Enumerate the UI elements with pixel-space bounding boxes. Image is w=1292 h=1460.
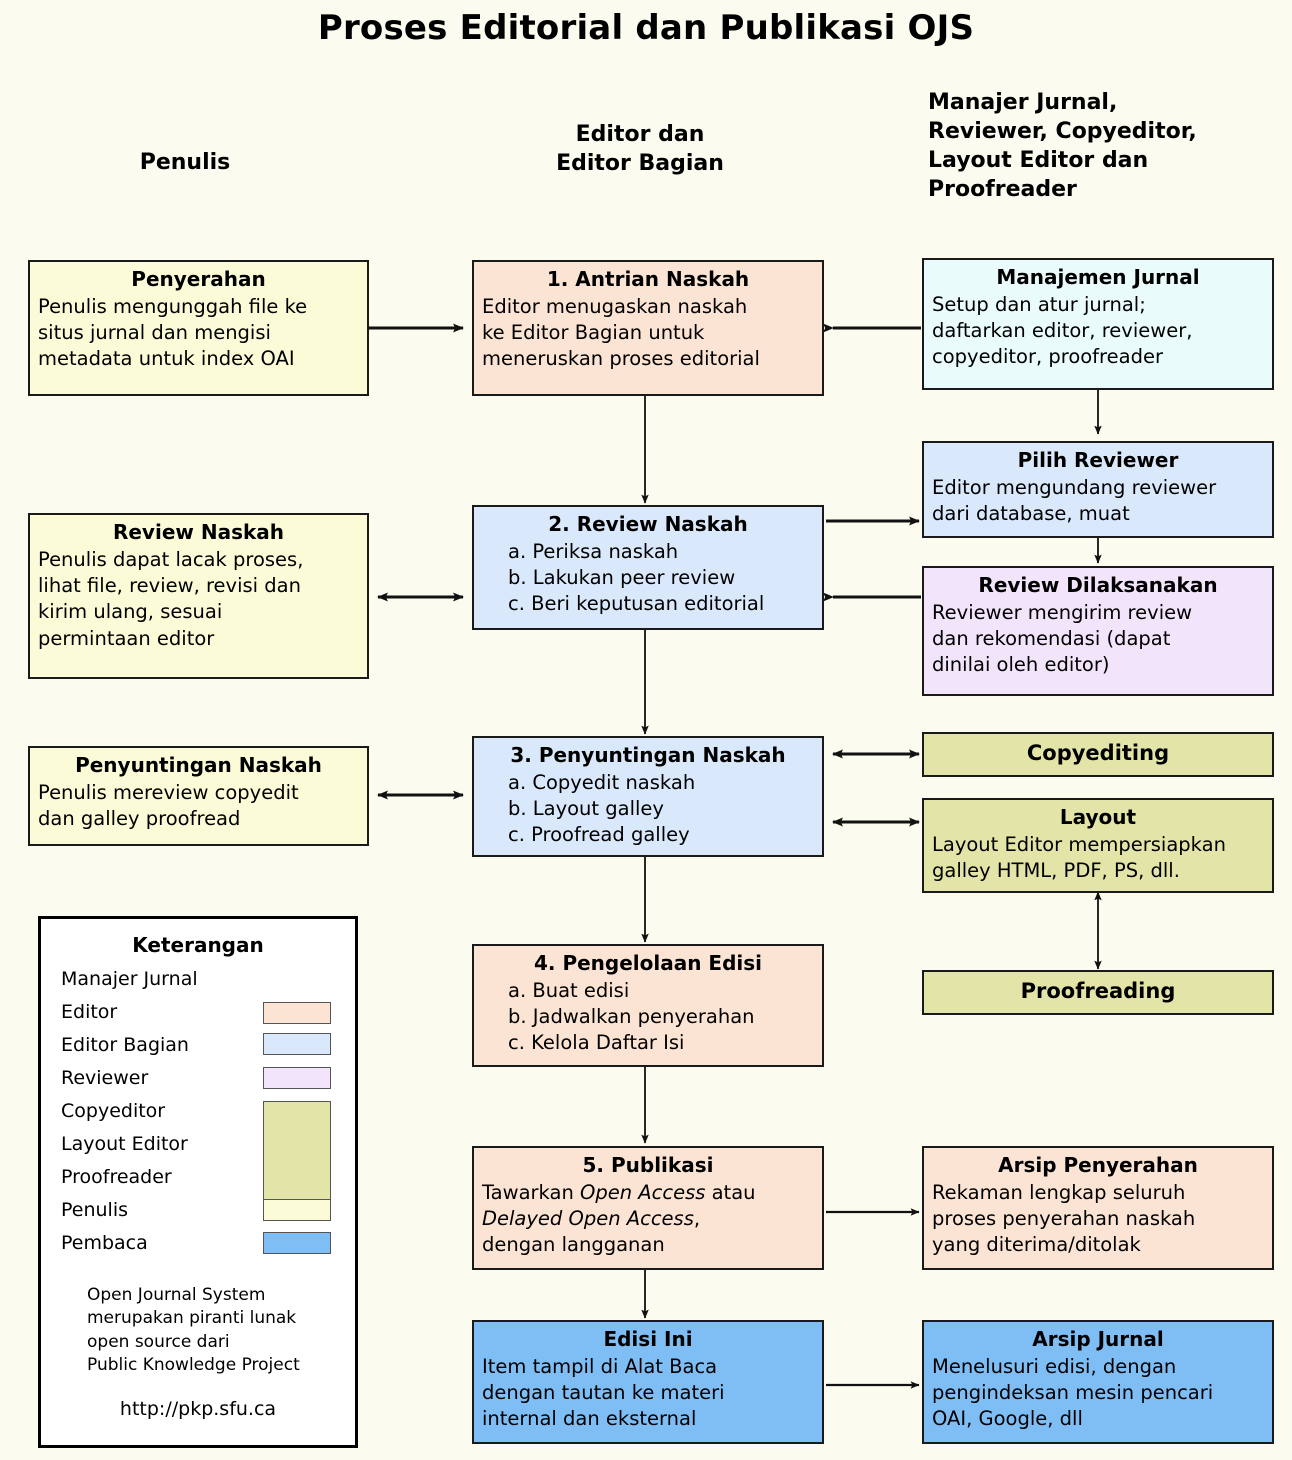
box-arsip-penyerahan-body: Rekaman lengkap seluruh proses penyeraha… <box>932 1180 1196 1257</box>
legend-swatch-editor-bagian <box>263 1033 331 1055</box>
box-arsip-jurnal-title: Arsip Jurnal <box>1032 1327 1164 1351</box>
legend-url: http://pkp.sfu.ca <box>119 1397 277 1420</box>
legend-panel: Keterangan Manajer Jurnal Editor Editor … <box>38 916 358 1448</box>
box-arsip-jurnal[interactable]: Arsip Jurnal Menelusuri edisi, dengan pe… <box>922 1320 1274 1444</box>
column-header-others-line2: Reviewer, Copyeditor, <box>928 119 1197 145</box>
box-review-naskah[interactable]: 2. Review Naskah a. Periksa naskah b. La… <box>472 505 824 630</box>
page-title: Proses Editorial dan Publikasi OJS <box>317 8 975 48</box>
legend-row-editor-bagian: Editor Bagian <box>41 1029 355 1062</box>
box-penyuntingan-naskah-body: a. Copyedit naskah b. Layout galley c. P… <box>508 770 696 847</box>
box-proofreading[interactable]: Proofreading <box>922 970 1274 1015</box>
legend-swatch-editor <box>263 1002 331 1024</box>
legend-label-proofreader: Proofreader <box>61 1166 172 1188</box>
column-header-editor-line1: Editor dan <box>575 122 705 147</box>
legend-label-pembaca: Pembaca <box>61 1232 148 1254</box>
box-pengelolaan-edisi[interactable]: 4. Pengelolaan Edisi a. Buat edisi b. Ja… <box>472 944 824 1067</box>
box-antrian-naskah-body: Editor menugaskan naskah ke Editor Bagia… <box>482 294 760 371</box>
box-arsip-penyerahan[interactable]: Arsip Penyerahan Rekaman lengkap seluruh… <box>922 1146 1274 1270</box>
box-edisi-ini-title: Edisi Ini <box>603 1327 693 1351</box>
legend-title: Keterangan <box>132 933 264 957</box>
box-pilih-reviewer-title: Pilih Reviewer <box>1017 448 1179 472</box>
legend-row-copyeditor: Copyeditor <box>41 1095 355 1202</box>
box-review-naskah-title: 2. Review Naskah <box>548 512 748 536</box>
box-penyerahan-title: Penyerahan <box>131 267 266 291</box>
legend-label-editor: Editor <box>61 1001 118 1023</box>
legend-label-reviewer: Reviewer <box>61 1067 149 1089</box>
box-antrian-naskah[interactable]: 1. Antrian Naskah Editor menugaskan nask… <box>472 260 824 396</box>
box-review-naskah-penulis-title: Review Naskah <box>112 520 285 544</box>
legend-row-proofreader: Proofreader <box>41 1161 355 1194</box>
legend-row-pembaca: Pembaca <box>41 1227 355 1260</box>
box-edisi-ini[interactable]: Edisi Ini Item tampil di Alat Baca denga… <box>472 1320 824 1444</box>
box-arsip-jurnal-body: Menelusuri edisi, dengan pengindeksan me… <box>932 1354 1214 1431</box>
box-penyuntingan-naskah-penulis-body: Penulis mereview copyedit dan galley pro… <box>38 780 299 831</box>
box-copyediting-title: Copyediting <box>1026 741 1170 766</box>
box-proofreading-title: Proofreading <box>1020 979 1176 1004</box>
column-header-editor: Editor dan Editor Bagian <box>515 120 765 178</box>
legend-row-editor: Editor <box>41 996 355 1029</box>
column-header-others-line3: Layout Editor dan <box>928 148 1149 174</box>
box-pilih-reviewer[interactable]: Pilih Reviewer Editor mengundang reviewe… <box>922 441 1274 538</box>
box-publikasi-body: Tawarkan Open Access atau Delayed Open A… <box>482 1180 814 1259</box>
box-manajemen-jurnal[interactable]: Manajemen Jurnal Setup dan atur jurnal; … <box>922 258 1274 390</box>
column-header-others-line1: Manajer Jurnal, <box>928 90 1118 115</box>
box-publikasi-line1: Tawarkan Open Access atau <box>482 1180 756 1204</box>
box-penyerahan-body: Penulis mengunggah file ke situs jurnal … <box>38 294 308 371</box>
box-penyuntingan-naskah-title: 3. Penyuntingan Naskah <box>510 743 786 767</box>
box-review-naskah-penulis[interactable]: Review Naskah Penulis dapat lacak proses… <box>28 513 369 679</box>
box-publikasi-line2: Delayed Open Access, <box>482 1207 701 1231</box>
box-review-dilaksanakan-title: Review Dilaksanakan <box>978 573 1218 597</box>
legend-row-penulis: Penulis <box>41 1194 355 1227</box>
box-manajemen-jurnal-title: Manajemen Jurnal <box>996 265 1200 289</box>
box-pilih-reviewer-body: Editor mengundang reviewer dari database… <box>932 475 1217 526</box>
box-review-naskah-penulis-body: Penulis dapat lacak proses, lihat file, … <box>38 547 304 650</box>
box-review-dilaksanakan[interactable]: Review Dilaksanakan Reviewer mengirim re… <box>922 566 1274 696</box>
legend-label-penulis: Penulis <box>61 1199 129 1221</box>
box-publikasi-title: 5. Publikasi <box>582 1153 714 1177</box>
column-header-penulis: Penulis <box>60 148 310 177</box>
box-pengelolaan-edisi-body: a. Buat edisi b. Jadwalkan penyerahan c.… <box>508 978 755 1055</box>
box-review-dilaksanakan-body: Reviewer mengirim review dan rekomendasi… <box>932 600 1193 677</box>
box-publikasi[interactable]: 5. Publikasi Tawarkan Open Access atau D… <box>472 1146 824 1270</box>
box-review-naskah-body: a. Periksa naskah b. Lakukan peer review… <box>508 539 765 616</box>
legend-label-editor-bagian: Editor Bagian <box>61 1034 189 1056</box>
box-layout[interactable]: Layout Layout Editor mempersiapkan galle… <box>922 798 1274 893</box>
column-header-editor-line2: Editor Bagian <box>556 151 724 177</box>
legend-row-reviewer: Reviewer <box>41 1062 355 1095</box>
box-penyerahan[interactable]: Penyerahan Penulis mengunggah file ke si… <box>28 260 369 396</box>
legend-row-manajer-jurnal: Manajer Jurnal <box>41 963 355 996</box>
box-copyediting[interactable]: Copyediting <box>922 732 1274 777</box>
box-manajemen-jurnal-body: Setup dan atur jurnal; daftarkan editor,… <box>932 292 1193 369</box>
column-header-others-line4: Proofreader <box>928 177 1077 203</box>
box-pengelolaan-edisi-title: 4. Pengelolaan Edisi <box>533 951 763 975</box>
box-layout-body: Layout Editor mempersiapkan galley HTML,… <box>932 832 1226 883</box>
box-arsip-penyerahan-title: Arsip Penyerahan <box>998 1153 1198 1177</box>
box-antrian-naskah-title: 1. Antrian Naskah <box>546 267 750 291</box>
legend-label-manajer-jurnal: Manajer Jurnal <box>61 968 198 990</box>
box-edisi-ini-body: Item tampil di Alat Baca dengan tautan k… <box>482 1354 725 1431</box>
box-penyuntingan-naskah[interactable]: 3. Penyuntingan Naskah a. Copyedit naska… <box>472 736 824 857</box>
legend-swatch-pembaca <box>263 1232 331 1254</box>
box-layout-title: Layout <box>1059 805 1137 829</box>
box-penyuntingan-naskah-penulis-title: Penyuntingan Naskah <box>75 753 322 777</box>
legend-swatch-reviewer <box>263 1067 331 1089</box>
box-penyuntingan-naskah-penulis[interactable]: Penyuntingan Naskah Penulis mereview cop… <box>28 746 369 846</box>
legend-row-layout-editor: Layout Editor <box>41 1128 355 1161</box>
column-header-others: Manajer Jurnal, Reviewer, Copyeditor, La… <box>928 88 1278 204</box>
legend-note: Open Journal System merupakan piranti lu… <box>87 1285 300 1376</box>
legend-label-copyeditor: Copyeditor <box>61 1100 166 1122</box>
column-header-penulis-label: Penulis <box>139 150 231 175</box>
legend-label-layout-editor: Layout Editor <box>61 1133 188 1155</box>
legend-swatch-penulis <box>263 1199 331 1221</box>
